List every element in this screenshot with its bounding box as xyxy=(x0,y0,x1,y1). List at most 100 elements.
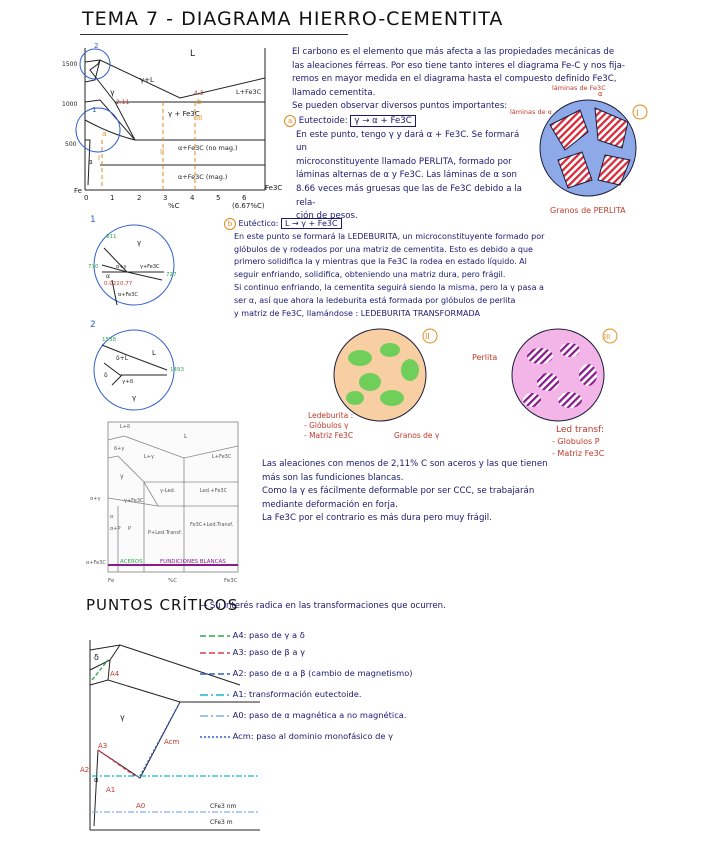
led-transf-label: - Matriz Fe3C xyxy=(552,449,605,458)
roman-numeral: I xyxy=(636,109,639,119)
intro-line: Se pueden observar diversos puntos impor… xyxy=(292,101,508,112)
legend-row-a3: A3: paso de β a γ xyxy=(200,647,440,662)
x-end-label: Fe3C xyxy=(265,184,282,192)
point-label: 2.11 xyxy=(116,99,130,106)
eutectic-line: Si continuo enfriando, la cementita segu… xyxy=(234,282,544,292)
region-label: α+Fe3C (no mag.) xyxy=(178,144,238,152)
gray-region: α xyxy=(110,514,114,520)
crit-diagram-label: CFe3 m xyxy=(210,819,233,826)
gray-region: Fe3C+Led.Transf. xyxy=(190,522,234,528)
intro-text: El carbono es el elemento que más afecta… xyxy=(292,46,632,114)
region-label: α xyxy=(88,158,93,166)
microstructure-led-transformada: III Perlita Led transf: - Globulos P - M… xyxy=(472,328,618,458)
crit-diagram-label: γ xyxy=(120,713,125,722)
eutectic-reaction: L → γ + Fe3C xyxy=(281,218,342,229)
legend-label: A1: transformación eutectoide. xyxy=(232,689,362,699)
eutectic-line: y matriz de Fe3C, llamándose : LEDEBURIT… xyxy=(234,308,480,318)
zoom-value: 1538 xyxy=(102,337,116,343)
gray-region: δ+γ xyxy=(114,446,124,452)
region-label: L xyxy=(190,49,195,59)
microstructure-ledeburita: II Ledeburita : - Glóbulos γ - Matriz Fe… xyxy=(304,328,440,440)
label-granos-perlita: Granos de PERLITA xyxy=(550,206,626,215)
eutectoid-label: Eutectoide: xyxy=(298,116,348,126)
zoom-region: α xyxy=(106,273,110,280)
point-label: b xyxy=(197,98,202,106)
note-line: Como la γ es fácilmente deformable por s… xyxy=(262,486,535,497)
critical-points-diagram: δ A4 γ Acm A3 A2 α A1 A0 CFe3 nm CFe3 m xyxy=(80,640,260,831)
eutectoid-line: En este punto, tengo γ y dará α + Fe3C. … xyxy=(296,129,520,154)
zoom-value: 911 xyxy=(106,234,117,240)
x-tick: 5 xyxy=(216,194,220,202)
eutectic-line: seguir enfriando, solidifica, obteniendo… xyxy=(234,270,506,280)
zoom-region: δ+L xyxy=(116,355,129,362)
crit-diagram-label: A3 xyxy=(98,742,107,750)
gray-axis-label: Fe xyxy=(108,578,115,584)
gray-region: γ xyxy=(120,473,124,480)
legend-row-acm: Acm: paso al dominio monofásico de γ xyxy=(200,731,440,746)
crit-diagram-label: A4 xyxy=(110,670,120,678)
label-perlita: Perlita xyxy=(472,353,497,362)
ledeburita-label: - Matriz Fe3C xyxy=(304,431,353,440)
zoom-region: γ+Fe3C xyxy=(140,264,160,270)
y-tick: 500 xyxy=(65,141,77,148)
crit-diagram-label: A1 xyxy=(106,786,115,794)
region-label: α+Fe3C (mag.) xyxy=(178,173,227,181)
eutectoid-line: microconstituyente llamado PERLITA, form… xyxy=(296,156,512,167)
crit-diagram-label: δ xyxy=(94,653,99,662)
legend-row-a2: A2: paso de α a β (cambio de magnetismo) xyxy=(200,668,440,683)
point-label: 4.3 xyxy=(194,90,204,97)
legend-label: Acm: paso al dominio monofásico de γ xyxy=(232,731,393,741)
zoom-region: α+Fe3C xyxy=(118,292,138,298)
critical-points-subtitle: → Su interés radica en las transformacio… xyxy=(200,601,446,611)
crit-diagram-label: α xyxy=(94,776,99,784)
intro-line: remos en mayor medida en el diagrama has… xyxy=(292,74,617,85)
page-title: TEMA 7 - DIAGRAMA HIERRO-CEMENTITA xyxy=(82,8,504,30)
led-transf-label: - Globulos P xyxy=(552,437,600,446)
gray-axis-label: %C xyxy=(168,578,177,584)
legend-label: A2: paso de α a β (cambio de magnetismo) xyxy=(232,668,413,678)
legend-row-a4: A4: paso de γ a δ xyxy=(200,630,440,645)
gray-region: L+δ xyxy=(120,424,130,430)
eutectic-marker: b xyxy=(224,218,236,230)
eutectic-section: b Eutéctico: L → γ + Fe3C En este punto … xyxy=(224,218,564,320)
gray-region: α+Fe3C xyxy=(86,560,106,566)
gray-region: α+γ xyxy=(90,496,100,502)
x-tick: 2 xyxy=(137,194,141,202)
critical-points-legend: A4: paso de γ a δ A3: paso de β a γ A2: … xyxy=(200,630,440,746)
fe-c-phase-diagram: 1500 1000 500 0 1 2 3 4 5 6 Fe Fe3C %C (… xyxy=(62,42,282,210)
x-tick: 6 xyxy=(242,194,247,202)
x-axis-note: (6.67%C) xyxy=(232,202,265,210)
eutectic-line: ser α, así que ahora la ledeburita está … xyxy=(234,295,516,305)
gray-region: L+Fe3C xyxy=(212,454,232,460)
aceros-label: ACEROS xyxy=(120,559,143,565)
note-line: La Fe3C por el contrario es más dura per… xyxy=(262,513,492,524)
x-tick: 3 xyxy=(163,194,167,202)
zoom-value: 727 xyxy=(166,272,177,278)
y-tick: 1500 xyxy=(62,61,77,68)
gray-region: α+P xyxy=(110,526,121,532)
eutectic-line: glóbulos de γ rodeados por una matriz de… xyxy=(234,244,533,254)
eutectic-line: primero solidifica la γ mientras que la … xyxy=(234,257,527,267)
region-label: L+Fe3C xyxy=(236,88,262,96)
y-tick: 1000 xyxy=(62,101,77,108)
gray-region: L+γ xyxy=(144,454,154,460)
intro-line: las aleaciones férreas. Por eso tiene ta… xyxy=(292,60,625,71)
zoom-region: γ xyxy=(132,394,136,402)
microstructure-perlita: I láminas de Fe3C láminas de α α Granos … xyxy=(510,84,648,215)
ledeburita-label: - Glóbulos γ xyxy=(304,421,349,430)
roman-numeral: III xyxy=(604,333,610,341)
eutectoid-section: a Eutectoide: γ → α + Fe3C En este punto… xyxy=(284,115,524,224)
point-label: 2 xyxy=(94,42,98,50)
note-line: más son las fundiciones blancas. xyxy=(262,472,404,483)
title-underline xyxy=(80,34,348,35)
legend-row-a1: A1: transformación eutectoide. xyxy=(200,689,440,704)
label-laminas-alpha: láminas de α xyxy=(510,108,552,116)
legend-row-a0: A0: paso de α magnética a no magnética. xyxy=(200,710,440,725)
point-label: I xyxy=(98,154,100,162)
eutectoid-line: ción de pesos. xyxy=(296,211,358,222)
zoom-region: γ xyxy=(137,239,141,247)
x-tick: 0 xyxy=(84,194,88,202)
region-label: γ xyxy=(110,88,115,97)
x-tick: 1 xyxy=(110,194,114,202)
note-line: mediante deformación en forja. xyxy=(262,499,398,510)
